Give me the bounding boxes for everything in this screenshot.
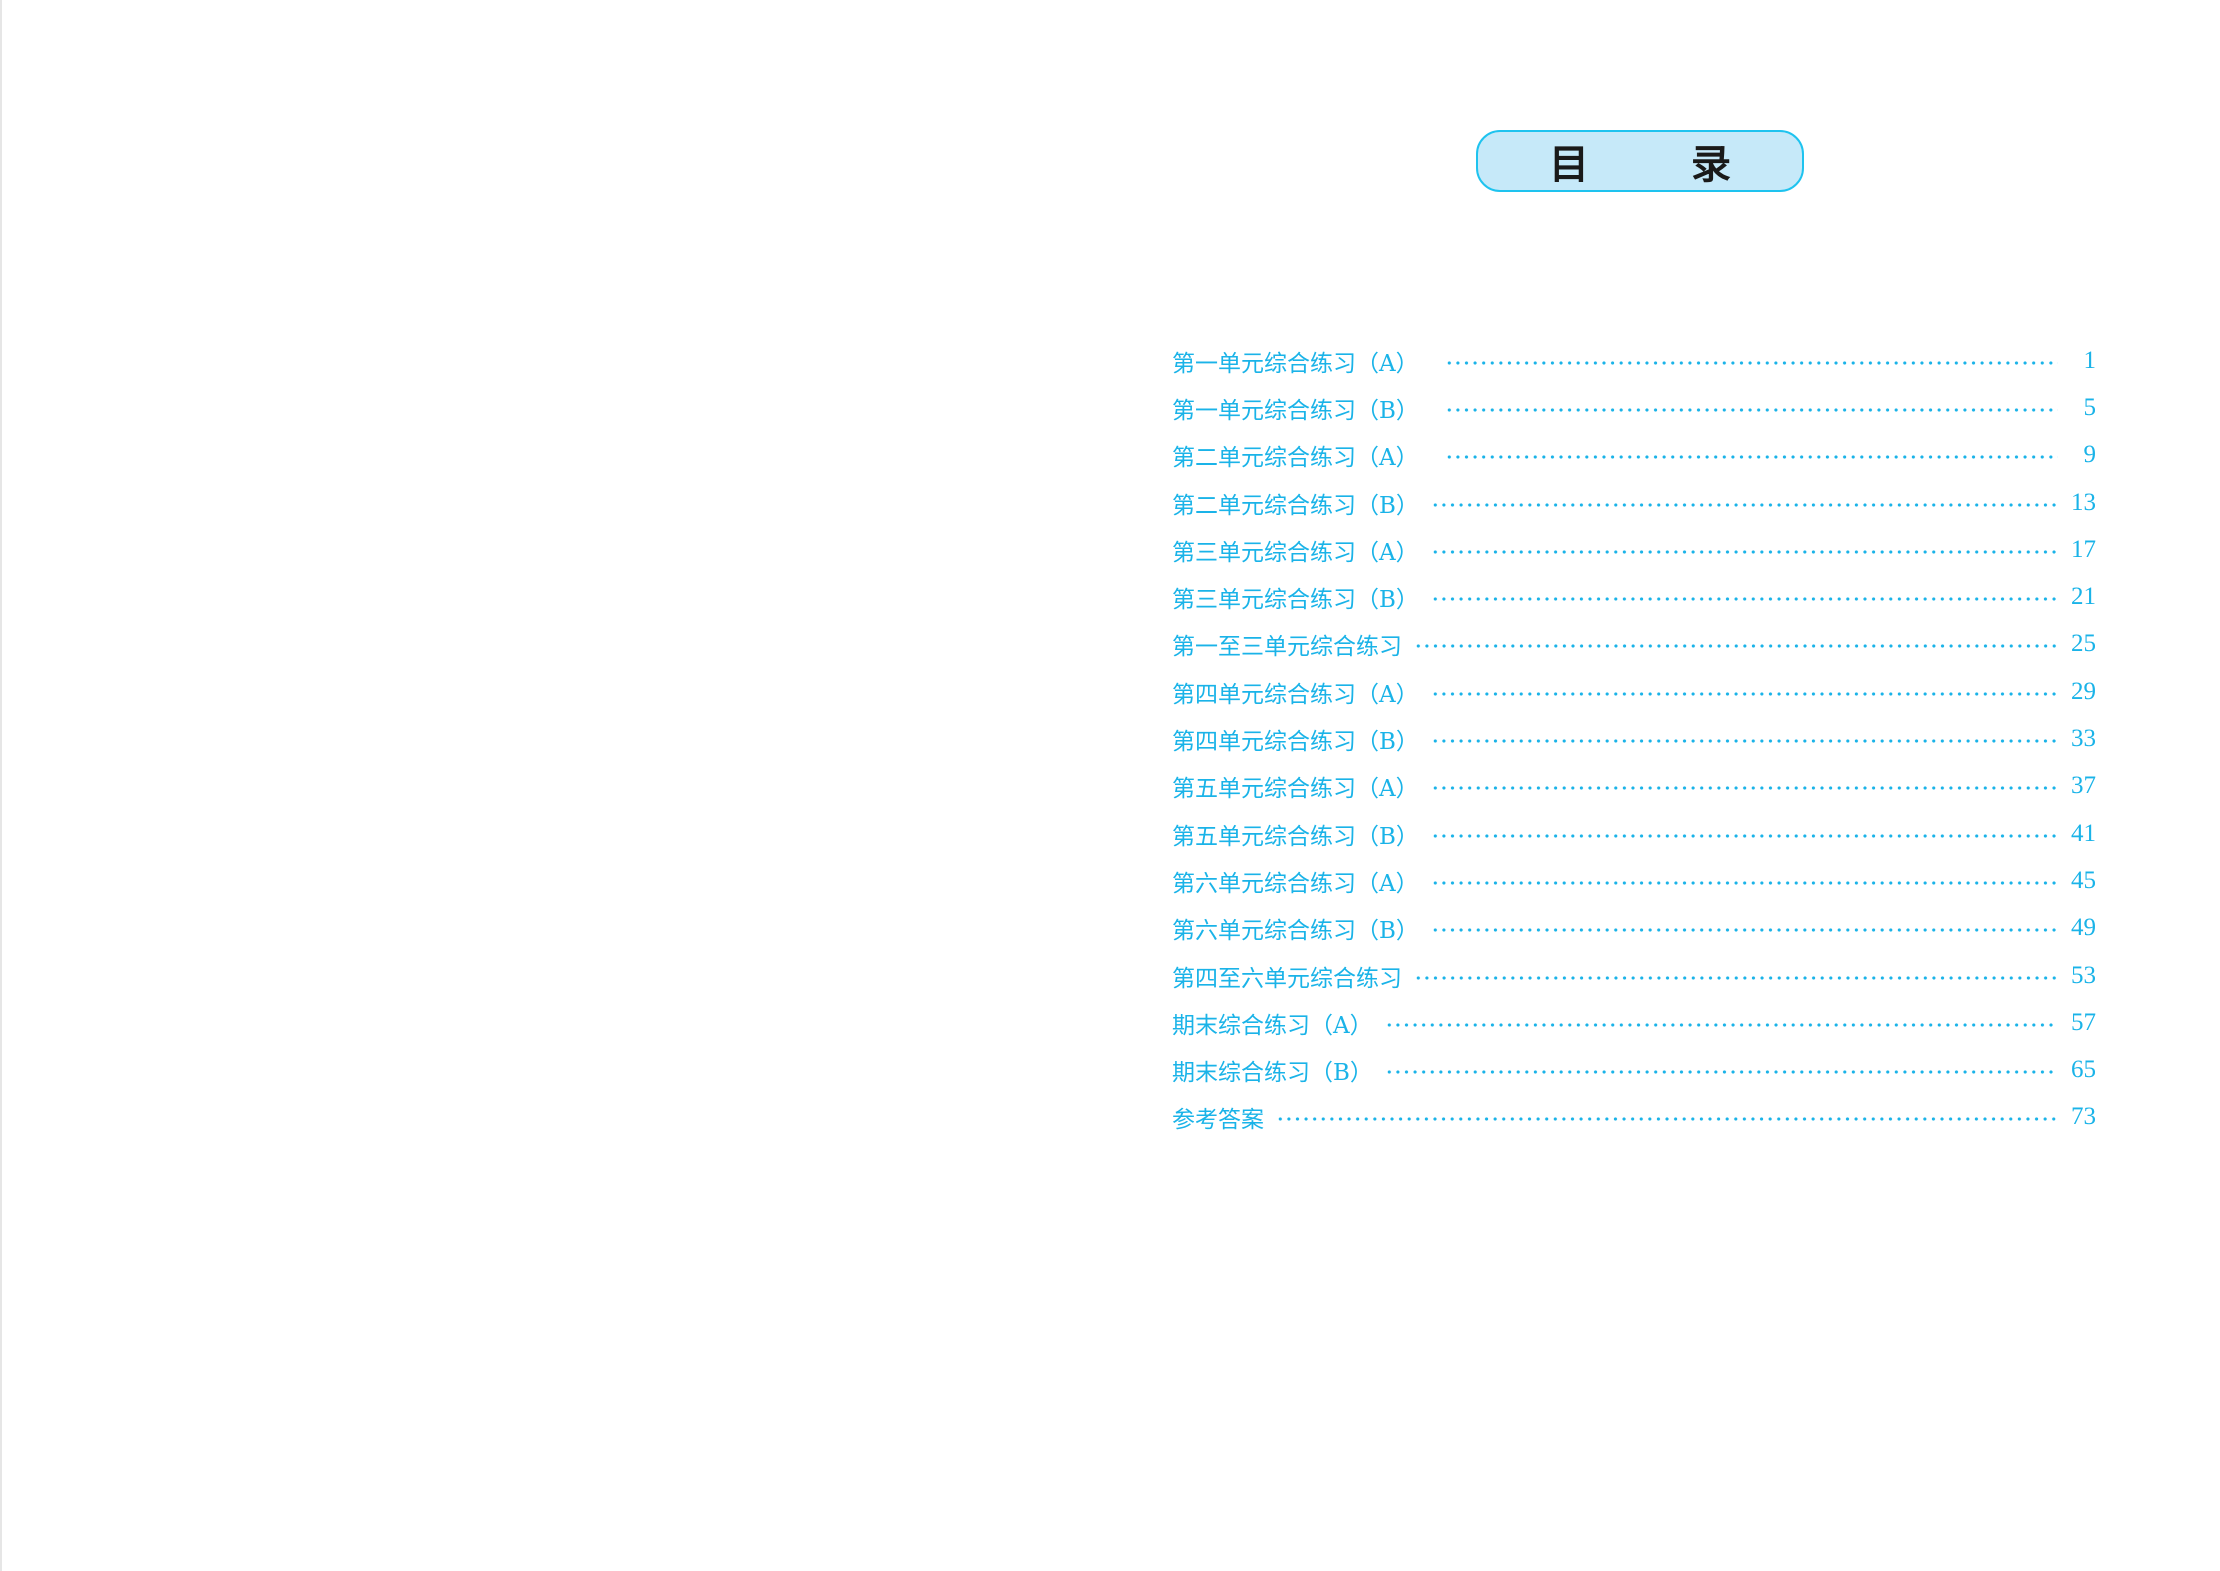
toc-entry-label: 第二单元综合练习（A） xyxy=(1172,445,1419,472)
toc-entry[interactable]: 第三单元综合练习（A） 17 xyxy=(1172,526,2096,573)
toc-title-banner: 目 录 xyxy=(1476,130,1804,192)
dot-leader xyxy=(1444,407,2058,412)
toc-entry-page: 45 xyxy=(2071,866,2096,894)
toc-entry-label: 第四至六单元综合练习 xyxy=(1172,965,1402,992)
dot-leader xyxy=(1384,1022,2057,1027)
toc-entry-label: 期末综合练习（B） xyxy=(1172,1060,1373,1087)
dot-leader xyxy=(1430,833,2057,838)
toc-entry[interactable]: 第二单元综合练习（A） 9 xyxy=(1172,432,2096,479)
toc-entry-label: 第三单元综合练习（A） xyxy=(1172,539,1419,566)
toc-entry[interactable]: 第六单元综合练习（B） 49 xyxy=(1172,905,2096,952)
dot-leader xyxy=(1444,455,2058,460)
dot-leader xyxy=(1444,360,2058,365)
toc-entry-label: 第一单元综合练习（B） xyxy=(1172,397,1419,424)
toc-entry-label: 第六单元综合练习（A） xyxy=(1172,870,1419,897)
toc-entry[interactable]: 第四单元综合练习（A） 29 xyxy=(1172,668,2096,715)
toc-entry-page: 65 xyxy=(2071,1056,2096,1084)
toc-entry-label: 第四单元综合练习（B） xyxy=(1172,729,1419,756)
toc-entry-page: 21 xyxy=(2071,583,2096,611)
dot-leader xyxy=(1414,644,2057,649)
toc-entry[interactable]: 期末综合练习（A） 57 xyxy=(1172,999,2096,1046)
toc-entry-label: 第四单元综合练习（A） xyxy=(1172,681,1419,708)
dot-leader xyxy=(1276,1117,2057,1122)
toc-entry-page: 9 xyxy=(2083,441,2097,469)
toc-entry-page: 25 xyxy=(2071,630,2096,658)
dot-leader xyxy=(1430,549,2057,554)
toc-entry-label: 第一单元综合练习（A） xyxy=(1172,350,1419,377)
toc-entry-label: 第三单元综合练习（B） xyxy=(1172,587,1419,614)
toc-entry[interactable]: 第五单元综合练习（A） 37 xyxy=(1172,763,2096,810)
dot-leader xyxy=(1384,1070,2057,1075)
toc-entry[interactable]: 第五单元综合练习（B） 41 xyxy=(1172,810,2096,857)
toc-entry-label: 第五单元综合练习（B） xyxy=(1172,823,1419,850)
toc-entry-label: 期末综合练习（A） xyxy=(1172,1012,1373,1039)
dot-leader xyxy=(1430,502,2057,507)
toc-entry-label: 第五单元综合练习（A） xyxy=(1172,776,1419,803)
page-edge xyxy=(0,0,2,1571)
toc-entry-page: 73 xyxy=(2071,1103,2096,1131)
dot-leader xyxy=(1430,786,2057,791)
toc-entry-page: 13 xyxy=(2071,488,2096,516)
toc-entry-page: 41 xyxy=(2071,819,2096,847)
toc-entry-page: 17 xyxy=(2071,535,2096,563)
toc-entry[interactable]: 第三单元综合练习（B） 21 xyxy=(1172,573,2096,620)
toc-entry[interactable]: 第一至三单元综合练习 25 xyxy=(1172,621,2096,668)
toc-title: 目 录 xyxy=(1549,141,1775,188)
toc-entry-label: 第二单元综合练习（B） xyxy=(1172,492,1419,519)
toc-entry-page: 49 xyxy=(2071,914,2096,942)
toc-entry[interactable]: 第一单元综合练习（B） 5 xyxy=(1172,384,2096,431)
toc-entry-label: 第一至三单元综合练习 xyxy=(1172,634,1402,661)
dot-leader xyxy=(1430,597,2057,602)
toc-entry-label: 参考答案 xyxy=(1172,1107,1264,1134)
toc-entry[interactable]: 第一单元综合练习（A） 1 xyxy=(1172,337,2096,384)
dot-leader xyxy=(1414,975,2057,980)
toc-entry[interactable]: 参考答案 73 xyxy=(1172,1094,2096,1141)
toc-entry-label: 第六单元综合练习（B） xyxy=(1172,918,1419,945)
toc-entry-page: 29 xyxy=(2071,677,2096,705)
dot-leader xyxy=(1430,928,2057,933)
toc-entry[interactable]: 第四至六单元综合练习 53 xyxy=(1172,952,2096,999)
toc-entry[interactable]: 期末综合练习（B） 65 xyxy=(1172,1046,2096,1093)
dot-leader xyxy=(1430,691,2057,696)
toc-entry-page: 1 xyxy=(2083,346,2097,374)
toc-entry-page: 57 xyxy=(2071,1008,2096,1036)
toc-entry[interactable]: 第四单元综合练习（B） 33 xyxy=(1172,715,2096,762)
dot-leader xyxy=(1430,739,2057,744)
toc-entry-page: 37 xyxy=(2071,772,2096,800)
toc-entry-page: 33 xyxy=(2071,725,2096,753)
toc-entry-page: 53 xyxy=(2071,961,2096,989)
toc-entry-page: 5 xyxy=(2083,393,2097,421)
toc-entry[interactable]: 第二单元综合练习（B） 13 xyxy=(1172,479,2096,526)
dot-leader xyxy=(1430,880,2057,885)
toc-entry[interactable]: 第六单元综合练习（A） 45 xyxy=(1172,857,2096,904)
